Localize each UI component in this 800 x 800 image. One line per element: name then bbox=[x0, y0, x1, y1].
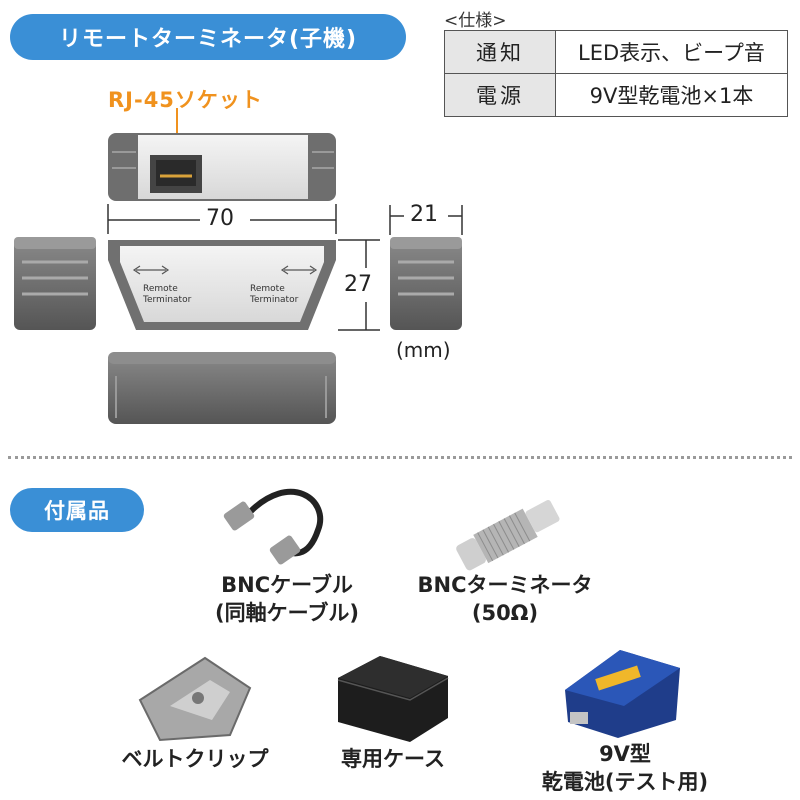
device-left-side bbox=[14, 237, 96, 330]
device-right-side bbox=[390, 237, 462, 330]
face-text-right: Remote Terminator bbox=[250, 284, 299, 305]
bnc-cable-image bbox=[223, 488, 323, 565]
accessory-bnc-cable-label: BNCケーブル (同軸ケーブル) bbox=[215, 573, 359, 625]
accessories-title: 付属品 bbox=[44, 499, 110, 523]
spec-row-notify: 通知 LED表示、ビープ音 bbox=[444, 30, 788, 74]
spec-caption: <仕様> bbox=[444, 11, 507, 31]
spec-value: LED表示、ビープ音 bbox=[555, 30, 788, 74]
device-top-view bbox=[108, 133, 336, 201]
socket-label: RJ-45ソケット bbox=[108, 88, 263, 112]
dim-height bbox=[338, 239, 380, 331]
accessory-belt-clip-label: ベルトクリップ bbox=[121, 747, 269, 771]
accessory-battery-label: 9V型 乾電池(テスト用) bbox=[541, 742, 709, 794]
spec-key: 電源 bbox=[444, 73, 556, 117]
bnc-terminator-image bbox=[456, 500, 560, 571]
face-text-left: Remote Terminator bbox=[143, 284, 192, 305]
battery-image bbox=[565, 650, 680, 738]
spec-row-power: 電源 9V型乾電池×1本 bbox=[444, 73, 788, 117]
device-front-face bbox=[108, 240, 336, 330]
dim-depth-label: 21 bbox=[410, 202, 438, 227]
header-title: リモートターミネータ(子機) bbox=[58, 27, 358, 52]
spec-table: 通知 LED表示、ビープ音 電源 9V型乾電池×1本 bbox=[444, 30, 788, 117]
dim-depth bbox=[389, 205, 463, 235]
accessory-case-label: 専用ケース bbox=[341, 747, 445, 771]
accessory-bnc-terminator-label: BNCターミネータ (50Ω) bbox=[417, 573, 593, 625]
dim-width bbox=[107, 204, 337, 234]
spec-value: 9V型乾電池×1本 bbox=[555, 73, 788, 117]
accessories-title-pill: 付属品 bbox=[10, 488, 144, 532]
unit-label: (mm) bbox=[396, 338, 451, 362]
dim-width-label: 70 bbox=[206, 206, 234, 231]
dim-height-label: 27 bbox=[344, 272, 372, 297]
section-divider bbox=[8, 456, 792, 459]
case-image bbox=[337, 656, 449, 742]
header-title-pill: リモートターミネータ(子機) bbox=[10, 14, 406, 60]
device-bottom-view bbox=[108, 352, 336, 424]
belt-clip-image bbox=[138, 656, 252, 742]
